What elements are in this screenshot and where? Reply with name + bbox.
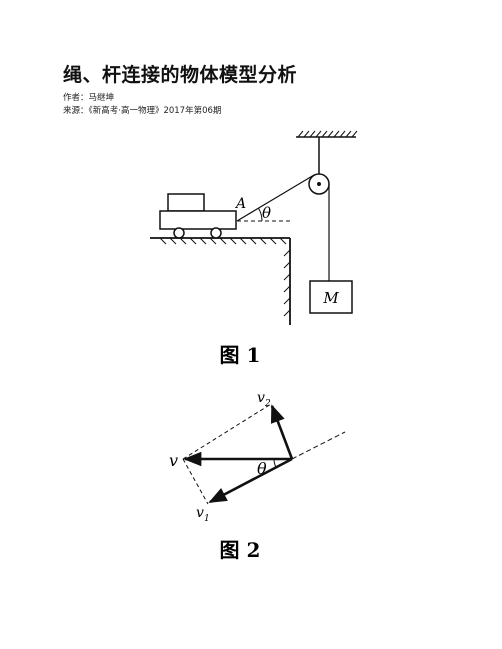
dashed-side-v1 [182,458,209,505]
vector-v1 [208,457,293,504]
table-surface [150,237,291,325]
hanging-mass [309,280,353,314]
angle-theta-label-2: θ [257,459,267,478]
figure-1: M [150,130,358,367]
article-source: 来源：《新高考·高一物理》2017年第06期 [63,106,222,116]
angle-arc-2 [273,458,277,468]
figure-2: θ v v 1 v 2 图 2 [169,390,346,562]
vector-v2-subscript: 2 [264,399,271,409]
article-title: 绳、杆连接的物体模型分析 [63,64,298,86]
point-a-label: A [234,196,246,212]
car [159,193,237,239]
figure-1-caption: 图 1 [220,343,261,367]
figure-2-caption: 图 2 [220,538,261,562]
vector-v1-subscript: 1 [204,514,210,524]
mass-label: M [322,289,339,307]
dashed-side-v2 [182,403,272,460]
angle-theta-label: θ [262,204,271,222]
vector-v1-label: v [196,505,204,521]
rope-direction-line [291,431,346,460]
vector-v2-label: v [257,390,265,406]
pulley [308,173,330,195]
angle-arc [258,208,263,222]
article-author: 作者：马继坤 [63,93,115,103]
ceiling [296,130,358,138]
vector-v2 [270,404,294,460]
rope-to-car [236,174,315,222]
vector-v-label: v [169,451,178,470]
